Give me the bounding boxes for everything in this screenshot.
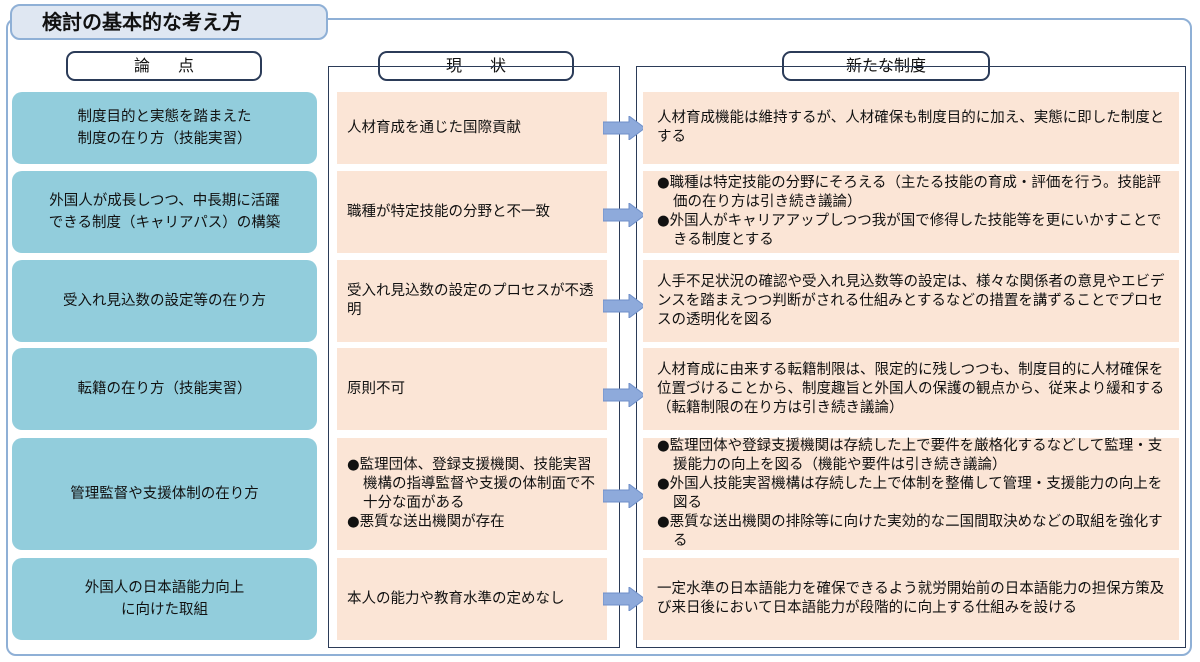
issue-line: 制度の在り方（技能実習） bbox=[77, 131, 252, 147]
status-cell: ●監理団体、登録支援機関、技能実習機構の指導監督や支援の体制面で不十分な面がある… bbox=[337, 438, 607, 550]
status-cell: 職種が特定技能の分野と不一致 bbox=[337, 171, 607, 253]
issue-cell: 受入れ見込数の設定等の在り方 bbox=[12, 260, 317, 342]
status-cell: 原則不可 bbox=[337, 348, 607, 430]
issue-line: 外国人の日本語能力向上 bbox=[84, 580, 245, 596]
new-system-bullet: ●職種は特定技能の分野にそろえる（主たる技能の育成・評価を行う。技能評価の在り方… bbox=[657, 175, 1162, 210]
issue-line: できる制度（キャリアパス）の構築 bbox=[48, 215, 281, 231]
right-arrow-icon bbox=[603, 116, 645, 140]
new-system-text: 一定水準の日本語能力を確保できるよう就労開始前の日本語能力の担保方策及び来日後に… bbox=[657, 581, 1165, 616]
outer-frame bbox=[6, 18, 1192, 656]
right-arrow-icon bbox=[603, 203, 645, 227]
status-text: 人材育成を通じた国際貢献 bbox=[347, 119, 521, 136]
new-system-cell: ●監理団体や登録支援機関は存続した上で要件を厳格化するなどして監理・支援能力の向… bbox=[643, 438, 1179, 550]
new-system-bullet: ●悪質な送出機関の排除等に向けた実効的な二国間取決めなどの取組を強化する bbox=[657, 514, 1163, 549]
status-cell: 人材育成を通じた国際貢献 bbox=[337, 92, 607, 164]
new-system-cell: 人材育成機能は維持するが、人材確保も制度目的に加え、実態に即した制度とする bbox=[643, 92, 1179, 164]
status-text: 原則不可 bbox=[347, 380, 405, 397]
status-text: 受入れ見込数の設定のプロセスが不透明 bbox=[347, 283, 594, 318]
new-system-cell: ●職種は特定技能の分野にそろえる（主たる技能の育成・評価を行う。技能評価の在り方… bbox=[643, 171, 1179, 253]
new-system-text: 人材育成に由来する転籍制限は、限定的に残しつつも、制度目的に人材確保を位置づける… bbox=[657, 361, 1165, 416]
new-system-cell: 一定水準の日本語能力を確保できるよう就労開始前の日本語能力の担保方策及び来日後に… bbox=[643, 558, 1179, 640]
issue-line: 管理監督や支援体制の在り方 bbox=[70, 486, 259, 502]
right-arrow-icon bbox=[603, 587, 645, 611]
new-system-cell: 人材育成に由来する転籍制限は、限定的に残しつつも、制度目的に人材確保を位置づける… bbox=[643, 348, 1179, 430]
issue-line: 外国人が成長しつつ、中長期に活躍 bbox=[49, 193, 280, 209]
status-text: 本人の能力や教育水準の定めなし bbox=[347, 590, 565, 607]
issue-line: 制度目的と実態を踏まえた bbox=[77, 109, 252, 125]
right-arrow-icon bbox=[603, 294, 645, 318]
issue-line: に向けた取組 bbox=[121, 602, 208, 618]
page-title: 検討の基本的な考え方 bbox=[10, 4, 328, 40]
issue-line: 受入れ見込数の設定等の在り方 bbox=[63, 293, 266, 309]
new-system-column-frame bbox=[636, 66, 1186, 648]
new-system-bullet: ●監理団体や登録支援機関は存続した上で要件を厳格化するなどして監理・支援能力の向… bbox=[657, 438, 1163, 473]
right-arrow-icon bbox=[603, 383, 645, 407]
new-system-text: 人手不足状況の確認や受入れ見込数等の設定は、様々な関係者の意見やエビデンスを踏ま… bbox=[657, 273, 1165, 328]
issue-cell: 外国人が成長しつつ、中長期に活躍 できる制度（キャリアパス）の構築 bbox=[12, 171, 317, 253]
issue-line: 転籍の在り方（技能実習） bbox=[77, 381, 252, 397]
issue-cell: 制度目的と実態を踏まえた 制度の在り方（技能実習） bbox=[12, 92, 317, 164]
new-system-bullet: ●外国人技能実習機構は存続した上で体制を整備して管理・支援能力の向上を図る bbox=[657, 476, 1163, 511]
issue-cell: 外国人の日本語能力向上 に向けた取組 bbox=[12, 558, 317, 640]
new-system-text: 人材育成機能は維持するが、人材確保も制度目的に加え、実態に即した制度とする bbox=[657, 110, 1165, 145]
issue-cell: 転籍の在り方（技能実習） bbox=[12, 348, 317, 430]
new-system-bullet: ●外国人がキャリアアップしつつ我が国で修得した技能等を更にいかすことできる制度と… bbox=[657, 213, 1162, 248]
status-cell: 本人の能力や教育水準の定めなし bbox=[337, 558, 607, 640]
new-system-cell: 人手不足状況の確認や受入れ見込数等の設定は、様々な関係者の意見やエビデンスを踏ま… bbox=[643, 260, 1179, 342]
status-bullet: ●監理団体、登録支援機関、技能実習機構の指導監督や支援の体制面で不十分な面がある bbox=[347, 457, 595, 511]
right-arrow-icon bbox=[603, 484, 645, 508]
status-text: 職種が特定技能の分野と不一致 bbox=[347, 203, 550, 220]
issue-cell: 管理監督や支援体制の在り方 bbox=[12, 438, 317, 550]
header-issue: 論点 bbox=[66, 51, 262, 81]
status-bullet: ●悪質な送出機関が存在 bbox=[347, 514, 505, 530]
status-cell: 受入れ見込数の設定のプロセスが不透明 bbox=[337, 260, 607, 342]
status-column-frame bbox=[328, 66, 620, 648]
